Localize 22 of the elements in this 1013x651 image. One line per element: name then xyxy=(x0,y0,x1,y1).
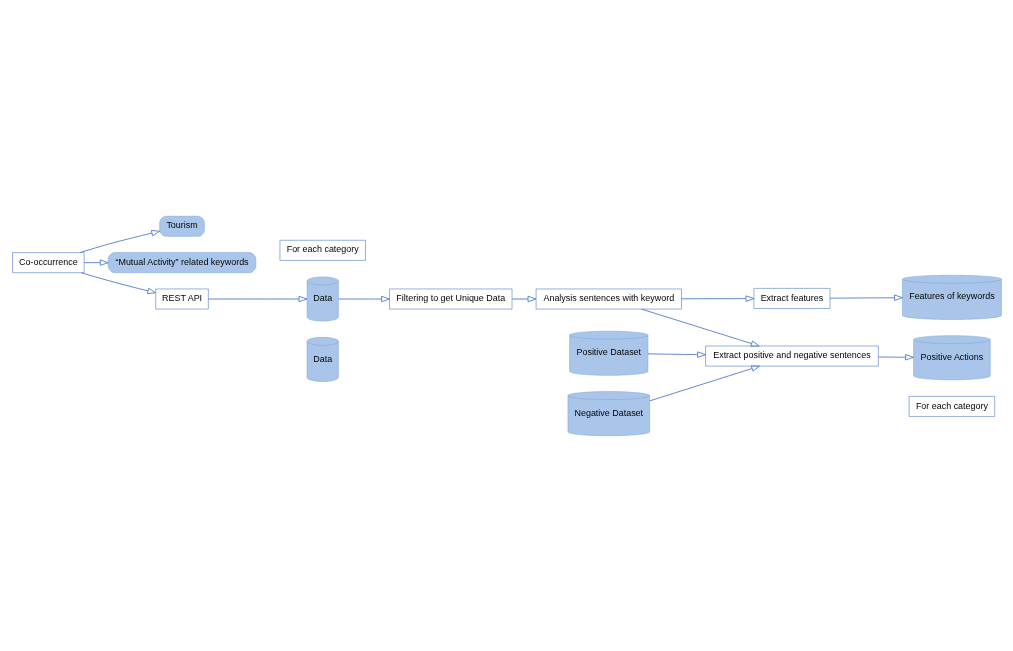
node-box: For each category xyxy=(908,395,995,417)
node-box: Filtering to get Unique Data xyxy=(388,288,512,309)
arrow xyxy=(640,308,760,347)
node-box: Extract features xyxy=(753,287,830,309)
arrow xyxy=(337,295,390,302)
arrow xyxy=(83,259,108,266)
arrow xyxy=(680,294,754,302)
node-box: Tourism xyxy=(158,215,205,237)
node-box: Analysis sentences with keyword xyxy=(535,288,682,309)
node-box: “Mutual Activity” related keywords xyxy=(107,251,256,273)
node-box: Extract positive and negative sentences xyxy=(704,345,879,366)
arrow xyxy=(207,295,307,302)
arrow xyxy=(511,295,536,302)
arrow xyxy=(647,350,706,358)
node-box: REST API xyxy=(155,288,209,309)
arrow xyxy=(79,229,160,253)
arrow xyxy=(80,271,156,294)
arrow xyxy=(648,364,760,401)
arrow xyxy=(829,294,903,301)
node-box: Co-occurrence xyxy=(11,251,84,273)
arrow xyxy=(877,353,914,360)
node-box: For each category xyxy=(279,239,366,261)
